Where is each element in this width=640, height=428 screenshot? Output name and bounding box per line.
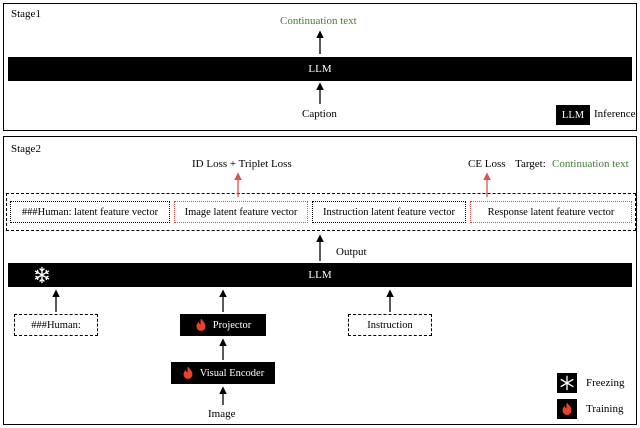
instruction-latent-vector: Instruction latent feature vector bbox=[312, 201, 466, 223]
legend-inference-label: Inference bbox=[594, 108, 636, 120]
stage1-caption-input: Caption bbox=[302, 108, 337, 120]
human-latent-vector: ###Human: latent feature vector bbox=[10, 201, 170, 223]
legend-training-badge bbox=[557, 399, 577, 419]
visual-encoder-label: Visual Encoder bbox=[199, 367, 265, 379]
fire-icon bbox=[562, 402, 572, 415]
response-latent-vector: Response latent feature vector bbox=[470, 201, 632, 223]
image-input-label: Image bbox=[208, 408, 236, 420]
legend-training-label: Training bbox=[586, 403, 624, 415]
ce-loss-label: CE Loss bbox=[468, 158, 506, 170]
visual-encoder-box: Visual Encoder bbox=[171, 362, 275, 384]
target-value: Continuation text bbox=[552, 158, 629, 170]
fire-icon bbox=[195, 318, 207, 332]
stage1-llm-bar: LLM bbox=[8, 57, 632, 81]
latent-sequence-box bbox=[6, 193, 636, 231]
stage1-label: Stage1 bbox=[11, 8, 41, 20]
stage2-llm-bar: LLM bbox=[8, 263, 632, 287]
legend-llm-badge: LLM bbox=[556, 105, 590, 125]
legend-freezing-label: Freezing bbox=[586, 377, 625, 389]
stage1-output-text: Continuation text bbox=[280, 15, 357, 27]
stage1-panel bbox=[3, 3, 637, 131]
stage2-label: Stage2 bbox=[11, 143, 41, 155]
fire-icon bbox=[182, 366, 194, 380]
target-prefix: Target: bbox=[515, 158, 546, 170]
snowflake-icon bbox=[560, 375, 574, 391]
projector-label: Projector bbox=[212, 319, 252, 331]
stage2-panel bbox=[3, 136, 637, 425]
human-input-box: ###Human: bbox=[14, 314, 98, 336]
image-latent-vector: Image latent feature vector bbox=[174, 201, 308, 223]
instruction-input-box: Instruction bbox=[348, 314, 432, 336]
id-triplet-loss-label: ID Loss + Triplet Loss bbox=[192, 158, 292, 170]
output-label: Output bbox=[336, 246, 367, 258]
snowflake-icon bbox=[33, 266, 51, 284]
legend-freezing-badge bbox=[557, 373, 577, 393]
projector-box: Projector bbox=[180, 314, 266, 336]
